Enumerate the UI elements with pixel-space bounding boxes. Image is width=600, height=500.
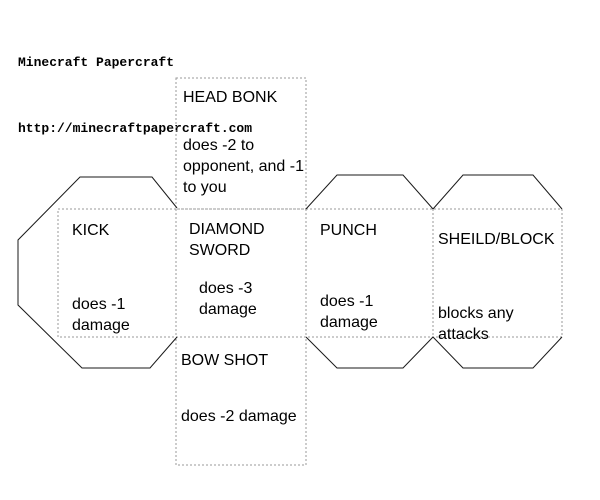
- punch-description: does -1 damage: [320, 293, 378, 331]
- punch-title: PUNCH: [320, 222, 377, 239]
- panel-punch: PUNCH does -1 damage: [306, 209, 433, 337]
- diamond-sword-description: does -3 damage: [199, 280, 257, 318]
- kick-title: KICK: [72, 222, 110, 239]
- kick-description: does -1 damage: [72, 296, 130, 334]
- bow-shot-title: BOW SHOT: [181, 352, 269, 369]
- shield-block-description: blocks any attacks: [438, 305, 514, 343]
- panel-head-bonk: HEAD BONK does -2 to opponent, and -1 to…: [176, 78, 306, 209]
- punch-top-flap: [305, 174, 434, 210]
- bow-shot-description: does -2 damage: [181, 408, 297, 425]
- bow-shot-fold-outline: [175, 336, 307, 466]
- panel-shield-block: SHEILD/BLOCK blocks any attacks: [433, 209, 562, 343]
- shield-top-flap: [432, 174, 563, 210]
- shield-bottom-flap: [432, 336, 563, 369]
- head-bonk-description: does -2 to opponent, and -1 to you: [183, 137, 304, 196]
- diamond-sword-title: DIAMOND SWORD: [189, 221, 265, 259]
- panel-diamond-sword: DIAMOND SWORD does -3 damage: [176, 209, 306, 337]
- site-header: Minecraft Papercraft http://minecraftpap…: [18, 8, 252, 184]
- kick-flaps-outline: [17, 176, 178, 369]
- head-bonk-title: HEAD BONK: [183, 89, 278, 106]
- middle-row-fold-outline: [57, 208, 563, 338]
- panel-bow-shot: BOW SHOT does -2 damage: [176, 337, 306, 465]
- punch-bottom-flap: [305, 336, 434, 369]
- panel-kick: KICK does -1 damage: [58, 209, 177, 337]
- site-url: http://minecraftpapercraft.com: [18, 121, 253, 136]
- head-bonk-fold-outline: [175, 77, 307, 210]
- site-title: Minecraft Papercraft: [18, 55, 175, 70]
- shield-block-title: SHEILD/BLOCK: [438, 231, 555, 248]
